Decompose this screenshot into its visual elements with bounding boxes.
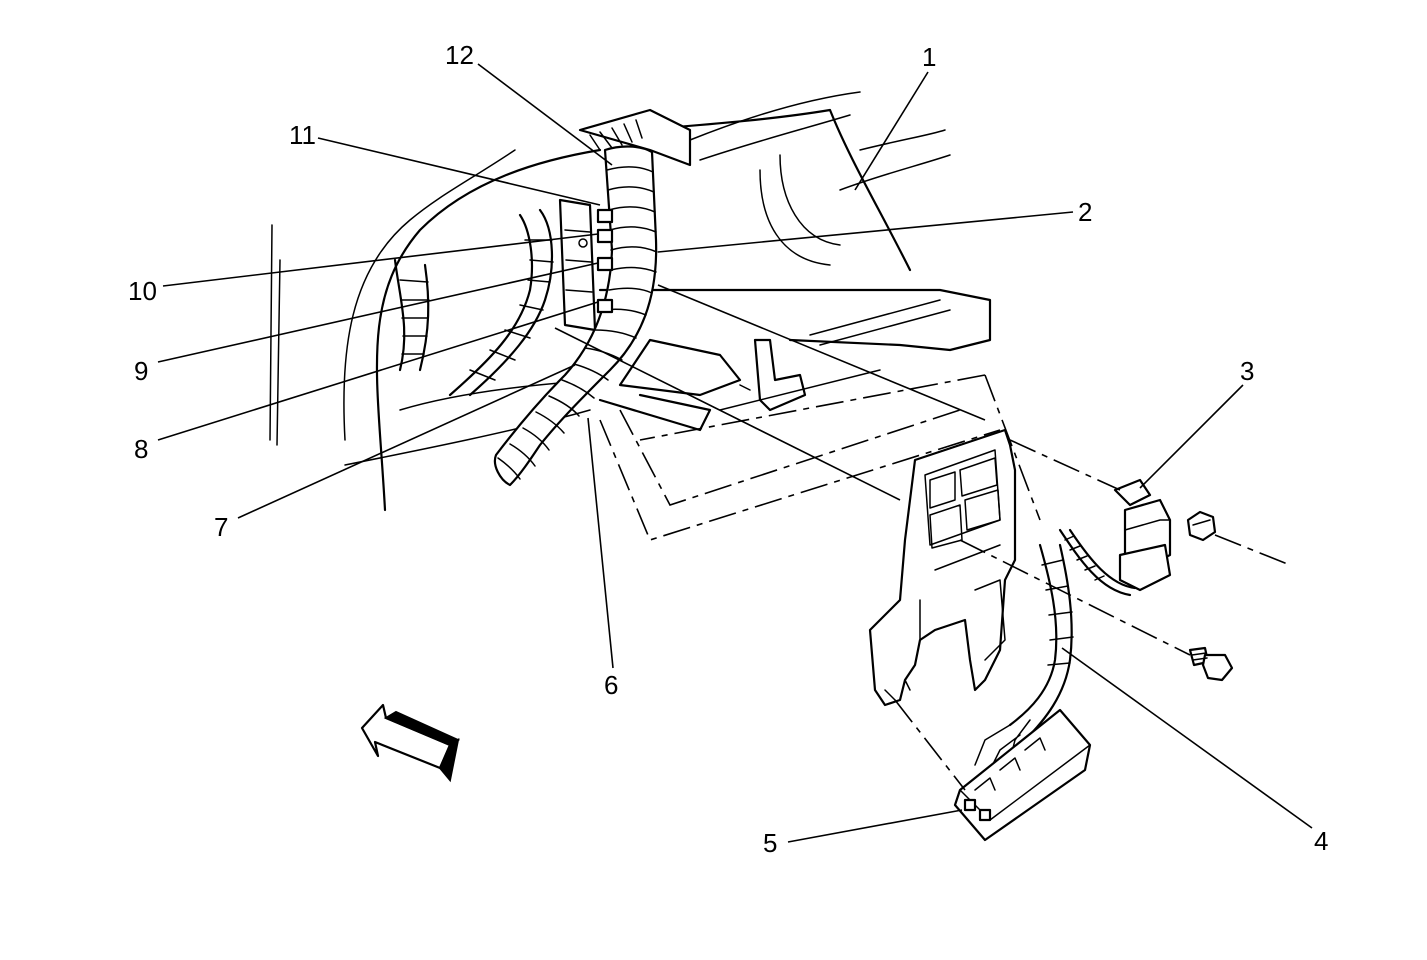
callout-5: 5 bbox=[763, 828, 777, 858]
leader-7 bbox=[237, 364, 576, 519]
harness-connector bbox=[953, 708, 1092, 842]
leader-hidden-a bbox=[657, 284, 986, 421]
nut bbox=[1186, 510, 1217, 542]
leader-6 bbox=[587, 417, 614, 669]
leader-lines bbox=[157, 63, 1313, 843]
module-mounting-bracket bbox=[868, 428, 1017, 707]
floor-bracket bbox=[598, 338, 807, 432]
callout-1: 1 bbox=[922, 42, 936, 72]
leader-12 bbox=[477, 63, 613, 166]
callout-9: 9 bbox=[134, 356, 148, 386]
relay-assembly bbox=[1058, 478, 1172, 597]
callout-labels: 1 2 3 4 5 6 7 8 9 10 11 12 bbox=[128, 40, 1328, 858]
leader-5 bbox=[787, 809, 963, 843]
callout-11: 11 bbox=[289, 120, 316, 150]
leader-4 bbox=[1061, 647, 1313, 829]
leader-11 bbox=[317, 137, 601, 206]
callout-8: 8 bbox=[134, 434, 148, 464]
leader-1 bbox=[854, 71, 929, 191]
leader-3 bbox=[1139, 384, 1244, 489]
callout-10: 10 bbox=[128, 276, 157, 306]
view-direction-arrow-icon bbox=[360, 703, 461, 783]
callout-4: 4 bbox=[1314, 826, 1328, 856]
main-wiring-harness bbox=[493, 108, 692, 487]
callout-12: 12 bbox=[445, 40, 474, 70]
leader-2 bbox=[657, 211, 1074, 253]
callout-7: 7 bbox=[214, 512, 228, 542]
callout-6: 6 bbox=[604, 670, 618, 700]
bolt bbox=[1188, 646, 1234, 682]
leader-9 bbox=[157, 262, 599, 363]
leader-8 bbox=[157, 301, 599, 441]
alignment-lines bbox=[599, 374, 1291, 791]
callout-3: 3 bbox=[1240, 356, 1254, 386]
left-harness-branch bbox=[393, 198, 597, 397]
body-clips bbox=[578, 208, 614, 314]
leader-10 bbox=[162, 233, 599, 287]
vehicle-body-structure bbox=[269, 91, 992, 512]
callout-2: 2 bbox=[1078, 197, 1092, 227]
leader-hidden-b bbox=[554, 327, 901, 501]
